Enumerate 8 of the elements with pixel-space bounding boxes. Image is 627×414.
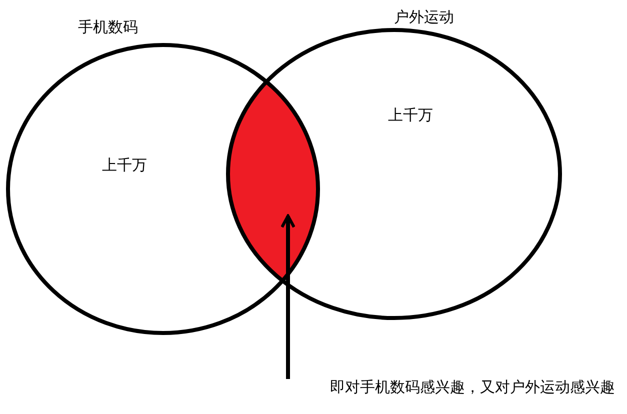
callout-text: 即对手机数码感兴趣，又对户外运动感兴趣 bbox=[330, 378, 615, 397]
set-ellipse bbox=[6, 43, 320, 335]
set-ellipse bbox=[226, 28, 562, 320]
count-label: 上千万 bbox=[388, 106, 433, 125]
count-label: 上千万 bbox=[102, 156, 147, 175]
leader-arrow bbox=[280, 214, 296, 379]
set-label: 户外运动 bbox=[394, 8, 454, 27]
set-label: 手机数码 bbox=[78, 18, 138, 37]
